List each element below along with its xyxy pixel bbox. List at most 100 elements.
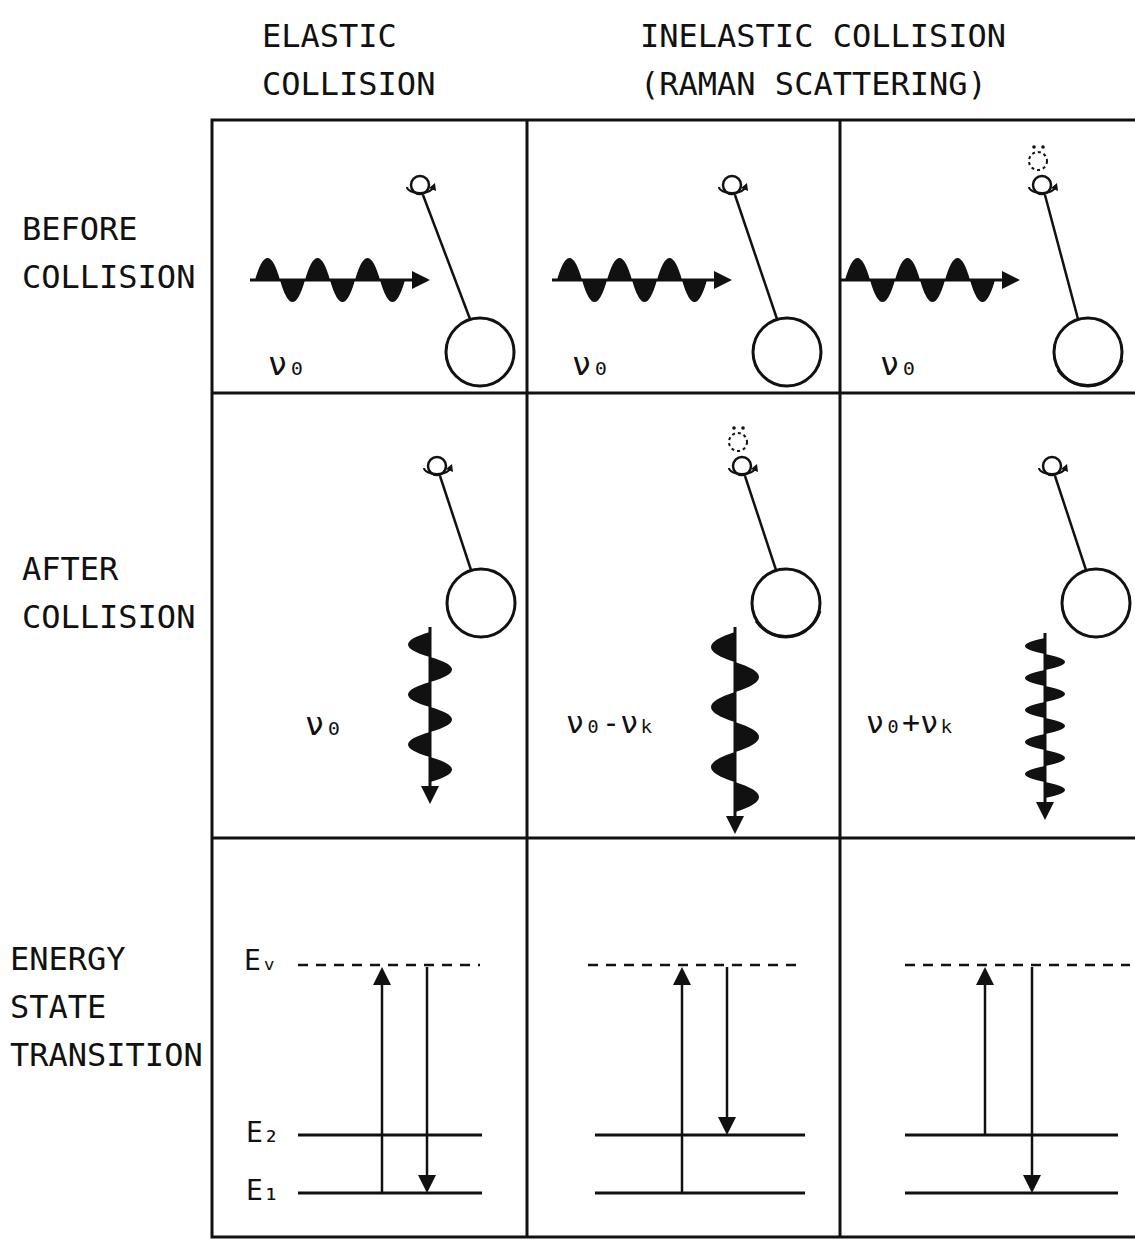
- light-wave: [1045, 686, 1065, 702]
- light-wave: [945, 258, 970, 280]
- frequency-label: ν₀: [268, 340, 307, 388]
- column-divider: [839, 120, 842, 1237]
- light-wave: [735, 722, 759, 752]
- energy-level: [595, 1134, 805, 1137]
- light-wave: [920, 280, 945, 302]
- large-atom: [1062, 569, 1130, 637]
- molecular-bond: [735, 195, 777, 319]
- light-wave: [845, 258, 870, 280]
- transition-arrow: [1031, 967, 1034, 1177]
- light-wave: [970, 280, 995, 302]
- column-header: ELASTIC COLLISION: [262, 12, 482, 108]
- large-atom: [446, 318, 514, 386]
- light-wave: [1025, 702, 1045, 718]
- rotation-arrow: [1039, 468, 1065, 474]
- molecular-bond: [745, 476, 776, 570]
- rotation-arrowhead: [741, 183, 748, 191]
- wave-axis: [1044, 633, 1047, 810]
- light-wave: [870, 280, 895, 302]
- light-wave: [895, 258, 920, 280]
- molecular-bond: [423, 195, 470, 319]
- row-divider: [212, 837, 1135, 840]
- light-wave: [1025, 766, 1045, 782]
- rotation-arrow: [1029, 187, 1055, 193]
- light-wave: [711, 632, 735, 662]
- virtual-level: [588, 964, 800, 967]
- rotation-arrow: [729, 468, 755, 474]
- light-wave: [255, 258, 280, 280]
- excited-dot: [732, 426, 736, 430]
- virtual-level: [298, 964, 480, 967]
- light-wave: [1045, 782, 1065, 798]
- light-wave: [682, 280, 707, 302]
- light-wave: [305, 258, 330, 280]
- light-wave: [380, 280, 405, 302]
- vibration-mark: [1058, 360, 1122, 385]
- large-atom: [1054, 318, 1122, 386]
- wave-arrowhead: [1036, 802, 1054, 820]
- light-wave: [632, 280, 657, 302]
- row-header: BEFORE COLLISION: [22, 205, 207, 301]
- light-wave: [735, 782, 759, 812]
- molecular-bond: [440, 476, 471, 570]
- light-wave: [280, 280, 305, 302]
- light-wave: [430, 707, 452, 732]
- light-wave: [1025, 638, 1045, 654]
- frequency-label: ν₀: [305, 700, 344, 748]
- virtual-level: [905, 964, 1130, 967]
- wave-axis: [734, 627, 737, 824]
- row-header: ENERGY STATE TRANSITION: [10, 935, 210, 1079]
- wave-arrowhead: [1002, 271, 1020, 289]
- light-wave: [1045, 654, 1065, 670]
- excited-atom-mark: [1029, 152, 1047, 170]
- light-wave: [711, 692, 735, 722]
- column-header: INELASTIC COLLISION (RAMAN SCATTERING): [640, 12, 1040, 108]
- light-wave: [330, 280, 355, 302]
- molecular-bond: [1045, 195, 1078, 319]
- light-wave: [1045, 718, 1065, 734]
- rotation-arrow: [719, 187, 745, 193]
- molecular-bond: [1055, 476, 1086, 570]
- transition-arrowhead: [373, 967, 391, 985]
- light-wave: [557, 258, 582, 280]
- excited-atom-mark: [729, 433, 747, 451]
- rotation-arrow: [407, 187, 433, 193]
- table-frame: [212, 120, 1135, 1237]
- light-wave: [1025, 670, 1045, 686]
- light-wave: [430, 757, 452, 782]
- energy-level: [298, 1134, 482, 1137]
- wave-axis: [429, 627, 432, 794]
- rotation-arrowhead: [446, 464, 453, 472]
- large-atom: [752, 569, 820, 637]
- transition-arrowhead: [1023, 1175, 1041, 1193]
- row-divider: [212, 392, 1135, 395]
- light-wave: [657, 258, 682, 280]
- transition-arrow: [381, 983, 384, 1193]
- column-divider: [526, 120, 529, 1237]
- row-header: AFTER COLLISION: [22, 545, 207, 641]
- light-wave: [607, 258, 632, 280]
- excited-dot: [741, 426, 745, 430]
- rotation-arrowhead: [429, 183, 436, 191]
- rotation-arrow: [424, 468, 450, 474]
- energy-label: E₂: [246, 1112, 280, 1154]
- light-wave: [582, 280, 607, 302]
- light-wave: [1025, 734, 1045, 750]
- light-wave: [1045, 750, 1065, 766]
- rotation-arrowhead: [1051, 183, 1058, 191]
- rotation-arrowhead: [1061, 464, 1068, 472]
- wave-arrowhead: [726, 816, 744, 834]
- light-wave: [355, 258, 380, 280]
- frequency-label: ν₀-νₖ: [566, 700, 656, 745]
- frequency-label: ν₀+νₖ: [866, 700, 956, 745]
- frequency-label: ν₀: [572, 340, 611, 388]
- transition-arrowhead: [718, 1117, 736, 1135]
- light-wave: [408, 732, 430, 757]
- wave-arrowhead: [714, 271, 732, 289]
- transition-arrowhead: [418, 1175, 436, 1193]
- light-wave: [735, 662, 759, 692]
- excited-dot: [1041, 145, 1045, 149]
- transition-arrow: [726, 967, 729, 1119]
- large-atom: [447, 569, 515, 637]
- transition-arrow: [984, 983, 987, 1135]
